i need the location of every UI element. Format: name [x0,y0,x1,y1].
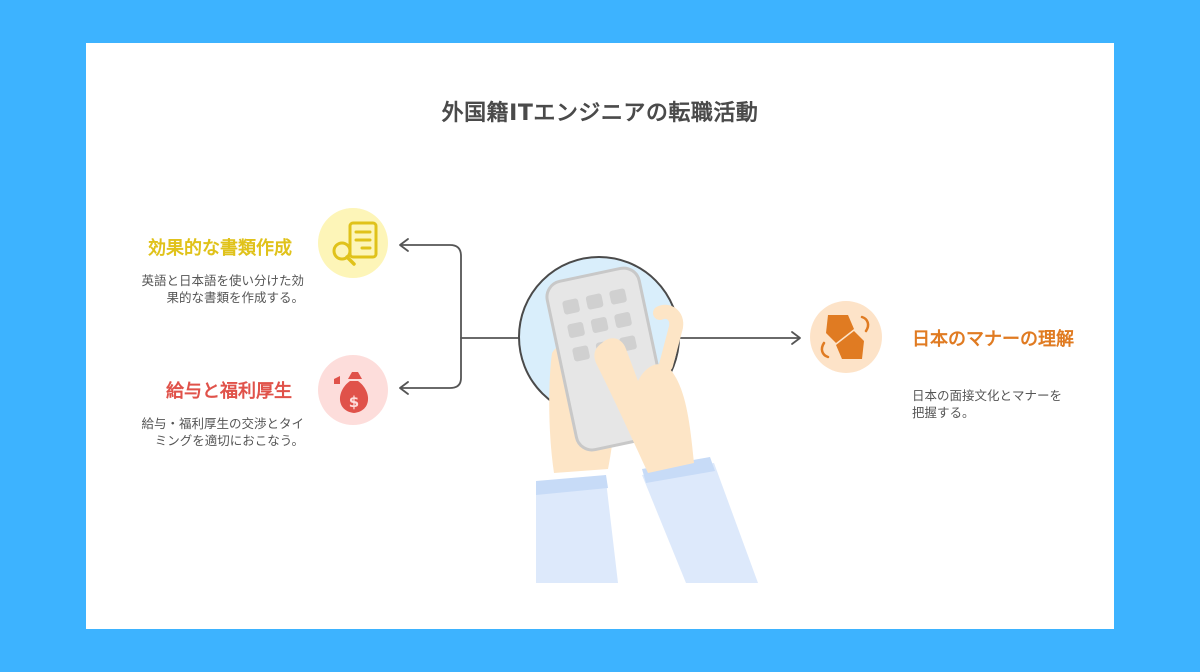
item-description-documents: 英語と日本語を使い分けた効果的な書類を作成する。 [141,273,304,305]
connector-right [678,331,801,345]
item-description-manners: 日本の面接文化とマナーを把握する。 [912,388,1063,420]
hand-holding-phone-icon [518,256,758,583]
handshake-icon [810,301,882,373]
item-heading-salary: 給与と福利厚生 [166,381,292,402]
item-heading-documents: 効果的な書類作成 [148,238,292,259]
item-description-salary: 給与・福利厚生の交渉とタイミングを適切におこなう。 [141,416,304,448]
diagram-title: 外国籍ITエンジニアの転職活動 [441,101,759,126]
svg-text:$: $ [349,393,359,411]
diagram-canvas: $ [318,208,882,583]
item-heading-manners: 日本のマナーの理解 [912,329,1074,350]
connector-left [399,238,520,395]
document-search-icon [318,208,388,278]
diagram-card: 外国籍ITエンジニアの転職活動 [86,43,1114,629]
money-bag-icon: $ [318,355,388,425]
